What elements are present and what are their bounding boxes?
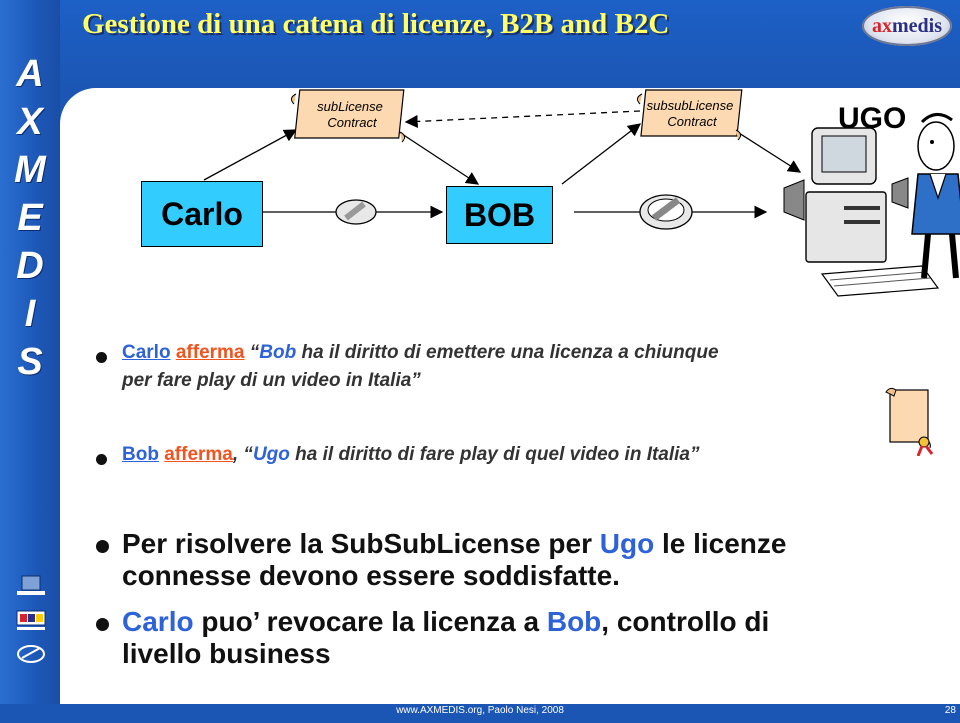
side-letter: I bbox=[24, 293, 36, 335]
side-bar bbox=[0, 0, 60, 723]
certificate-scroll-icon bbox=[885, 387, 934, 456]
contract2-line1: subsubLicense bbox=[647, 98, 734, 113]
dvb-icon bbox=[16, 610, 46, 630]
side-letter: M bbox=[14, 149, 46, 191]
bullet-carlo-afferma: Carlo afferma “Bob ha il diritto di emet… bbox=[96, 342, 719, 391]
side-letters: A X M E D I S bbox=[4, 50, 56, 386]
content-token-large bbox=[639, 194, 693, 230]
contract1-line2: Contract bbox=[327, 115, 378, 130]
side-letter: S bbox=[17, 341, 43, 383]
arrow-contract2-to-contract1 bbox=[404, 110, 641, 128]
sublicense-contract-scroll: subLicense Contract bbox=[290, 89, 406, 143]
side-letter: E bbox=[17, 197, 43, 239]
header-bar bbox=[0, 0, 960, 88]
bullet-revoca: Carlo puo’ revocare la licenza a Bob, co… bbox=[96, 606, 770, 669]
ist-icon bbox=[17, 645, 45, 663]
license-chain-diagram: subLicense Contract subsubLicense Contra… bbox=[203, 89, 960, 297]
contract2-line2: Contract bbox=[667, 114, 718, 129]
side-letter: D bbox=[16, 245, 44, 287]
chip-icon bbox=[17, 575, 45, 595]
contract1-line1: subLicense bbox=[317, 99, 383, 114]
ugo-character-icon bbox=[911, 113, 960, 279]
bullet-subsublicense: Per risolvere la SubSubLicense per Ugo l… bbox=[96, 528, 787, 591]
carlo-box: Carlo bbox=[141, 181, 263, 247]
arrow-contract1-to-bob bbox=[395, 129, 480, 185]
subsublicense-contract-scroll: subsubLicense Contract bbox=[636, 89, 743, 141]
ugo-label: UGO bbox=[838, 102, 907, 135]
slide-title: Gestione di una catena di licenze, B2B a… bbox=[82, 8, 670, 40]
page-number: 28 bbox=[944, 705, 956, 716]
content-token-small bbox=[335, 199, 377, 225]
bullet-bob-afferma: Bob afferma, “Ugo ha il diritto di fare … bbox=[96, 444, 700, 465]
side-letter: A bbox=[16, 53, 44, 95]
computer-icon bbox=[783, 127, 940, 297]
arrow-carlo-to-contract1 bbox=[203, 129, 298, 181]
side-letter: X bbox=[17, 101, 43, 143]
content-corner bbox=[60, 88, 96, 124]
footer-bar bbox=[0, 704, 960, 723]
footer-text: www.AXMEDIS.org, Paolo Nesi, 2008 bbox=[396, 705, 564, 716]
arrow-bob-to-contract2 bbox=[561, 123, 642, 185]
bob-box: BOB bbox=[446, 186, 553, 244]
